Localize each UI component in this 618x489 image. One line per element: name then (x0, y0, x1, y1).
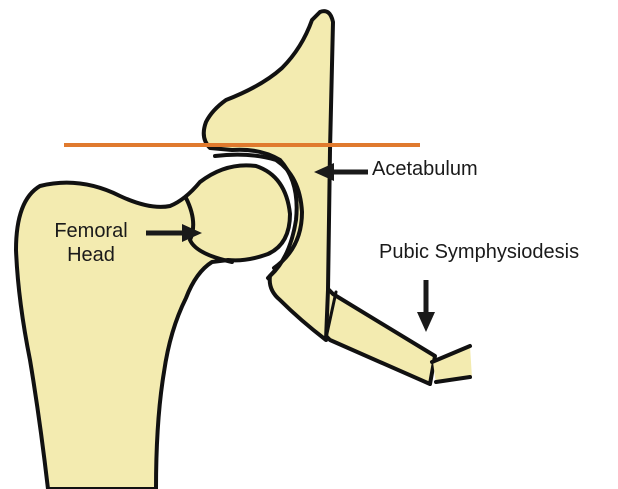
femoral-head-label: Femoral Head (50, 219, 132, 267)
femur-shape (16, 165, 290, 489)
femoral-head-label-line2: Head (50, 243, 132, 267)
pubic-symphysiodesis-label: Pubic Symphysiodesis (379, 240, 579, 264)
acetabulum-label: Acetabulum (372, 157, 478, 181)
femoral-head-label-line1: Femoral (50, 219, 132, 243)
pubic-symphysiodesis-arrow (417, 280, 435, 332)
